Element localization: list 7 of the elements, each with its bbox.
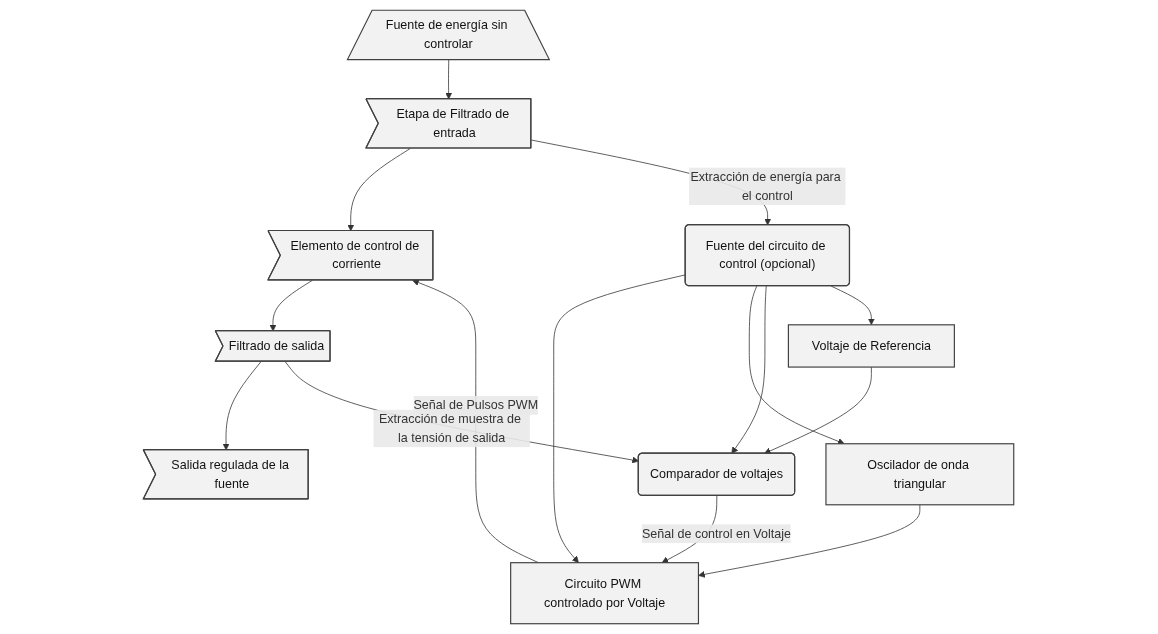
edge-label: Extracción de energía para el control bbox=[690, 169, 842, 202]
edge-label: Señal de Pulsos PWM bbox=[414, 398, 539, 412]
node-box: Circuito PWM controlado por Voltaje bbox=[510, 562, 700, 625]
node-box: Voltaje de Referencia bbox=[788, 324, 956, 368]
edge-label: Extracción de muestra de la tensión de salida bbox=[379, 412, 522, 445]
edge-label: Señal de control en Voltaje bbox=[642, 526, 792, 540]
node-box: Oscilador de onda triangular bbox=[825, 443, 1015, 506]
